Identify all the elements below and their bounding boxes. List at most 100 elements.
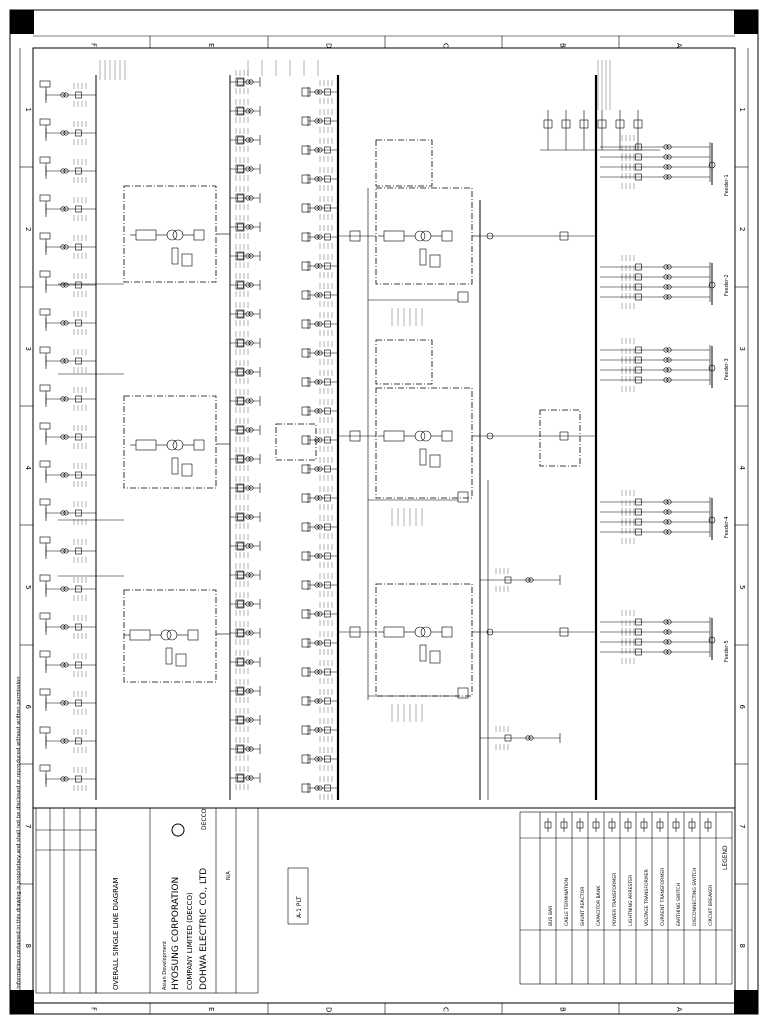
legend-row-label: POWER TRANSFORMER — [612, 872, 618, 926]
feeder-bay-center — [230, 273, 338, 307]
corner-mark-tl — [10, 10, 34, 34]
transformer-bay-c — [338, 626, 596, 722]
auxiliary-box-2 — [375, 339, 433, 385]
feeder-bay-center — [230, 737, 338, 771]
legend-symbol-icon — [704, 821, 712, 829]
auxiliary-box-4 — [539, 409, 581, 467]
feeder-bay-left — [39, 156, 96, 183]
feeder-bay-center — [230, 766, 338, 800]
transformer-bay-c — [338, 230, 596, 326]
logo-text: DECCO — [201, 808, 208, 830]
company-name-4: Asian Development — [162, 941, 168, 990]
feeder-bay-center — [230, 679, 338, 713]
transformer-bays — [123, 139, 581, 697]
title-block: OVERALL SINGLE LINE DIAGRAM DOHWA ELECTR… — [95, 807, 259, 994]
sheet-code-box — [287, 867, 309, 925]
transformer-bay-6 — [375, 583, 473, 697]
feeder-bay-center — [230, 331, 338, 365]
feeder-labels: Feeder-1 Feeder-2 Feeder-3 Feeder-4 Feed… — [724, 174, 730, 662]
legend-row-label: EARTHING SWITCH — [676, 883, 682, 926]
feeder-bay-left — [39, 194, 96, 221]
feeder-bay-center — [230, 505, 338, 539]
feeder-bay-center — [230, 534, 338, 568]
feeder-bay-left — [39, 536, 96, 563]
auxiliary-box-1 — [375, 139, 433, 187]
zone-label-left: 4 — [24, 466, 32, 471]
feeder-bay-left — [39, 726, 96, 753]
zone-label-right: 5 — [738, 585, 746, 589]
company-logo-icon — [171, 823, 185, 837]
legend-symbol-icon — [608, 821, 616, 829]
corner-mark-br — [734, 990, 758, 1014]
feeder-bay-c-lower — [480, 726, 561, 750]
zone-label-top: D — [325, 43, 333, 48]
zone-label-left: 6 — [24, 705, 32, 710]
inner-border — [32, 47, 736, 1004]
zone-label-top: A — [675, 43, 683, 48]
zone-label-left: 2 — [24, 227, 32, 231]
feeder-bay-center — [230, 157, 338, 191]
feeder-bay-left — [39, 688, 96, 715]
legend-header: LEGEND — [722, 845, 729, 870]
scale-value: N/A — [226, 871, 232, 880]
station-service-bay — [597, 110, 607, 150]
zone-label-top: C — [442, 43, 450, 48]
zone-label-bottom: E — [207, 1007, 215, 1011]
legend-symbol-icon — [688, 821, 696, 829]
zone-label-left: 3 — [24, 347, 32, 351]
legend-symbol-icon — [640, 821, 648, 829]
legend-symbol-icon — [672, 821, 680, 829]
legend-symbol-icon — [576, 821, 584, 829]
station-service-bay — [579, 110, 589, 150]
feeder-label-4: Feeder-4 — [724, 516, 730, 538]
legend-symbol-icon — [544, 821, 552, 829]
feeder-bay-left — [39, 764, 96, 791]
zone-label-right: 2 — [738, 227, 746, 231]
feeder-bay-c-lower — [480, 568, 561, 592]
legend-row-label: BUS BAR — [548, 905, 554, 926]
zone-label-right: 1 — [738, 108, 746, 112]
feeder-bay-left — [39, 80, 96, 107]
feeder-label-5: Feeder-5 — [724, 640, 730, 662]
transformer-bay-3 — [123, 589, 217, 683]
feeder-bay-center — [230, 70, 338, 104]
zone-label-bottom: C — [442, 1007, 450, 1012]
zone-label-right: 3 — [738, 347, 746, 351]
feeder-bay-center — [230, 215, 338, 249]
legend-row-label: CIRCUIT BREAKER — [708, 884, 714, 926]
company-name-2: HYOSUNG CORPORATION — [171, 877, 181, 990]
legend-row-label: LIGHTNING ARRESTER — [628, 874, 634, 926]
feeder-bay-center — [230, 621, 338, 655]
feeder-bay-center — [230, 302, 338, 336]
legend-row-label: VOLTAGE TRANSFORMER — [644, 868, 650, 926]
outgoing-feeder-4 — [600, 490, 716, 544]
outgoing-feeder-3 — [600, 338, 716, 392]
corner-mark-tr — [734, 10, 758, 34]
zone-label-bottom: D — [325, 1007, 333, 1012]
company-name-3: COMPANY LIMITED (DECCO) — [186, 892, 194, 990]
zone-label-left: 5 — [24, 585, 32, 589]
transformer-bay-1 — [123, 185, 217, 283]
feeder-bay-center — [230, 418, 338, 452]
side-note: The information contained in this drawin… — [16, 676, 22, 1001]
station-service-bay — [561, 110, 571, 150]
feeder-bay-left — [39, 270, 96, 297]
zone-label-left: 8 — [24, 944, 32, 948]
feeder-bay-center — [230, 244, 338, 278]
zone-label-right: 6 — [738, 705, 746, 710]
revision-table — [35, 807, 97, 994]
auxiliary-box-3 — [275, 423, 317, 461]
transformer-bay-5 — [375, 387, 473, 499]
legend-symbol-icon — [592, 821, 600, 829]
transformer-bay-4 — [375, 187, 473, 285]
zone-label-right: 4 — [738, 466, 746, 471]
station-service-bay — [543, 110, 553, 150]
transformer-bay-2 — [123, 395, 217, 489]
legend-row-label: CAPACITOR BANK — [596, 885, 602, 926]
feeder-bay-left — [39, 574, 96, 601]
zone-label-bottom: F — [90, 1007, 98, 1011]
feeder-bay-left — [39, 498, 96, 525]
